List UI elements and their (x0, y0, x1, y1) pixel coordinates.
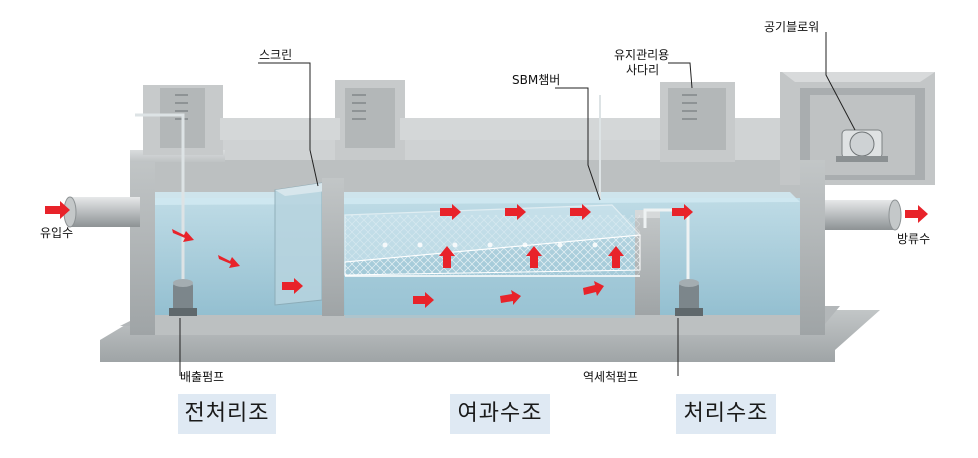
arrow-bot-1 (413, 292, 434, 308)
backwash-pipe (643, 208, 690, 285)
arrow-up-3 (608, 246, 624, 268)
ladder-label-line1: 유지관리용 (614, 48, 670, 62)
zone-treatment: 처리수조 (676, 394, 776, 434)
arrow-top-1 (440, 204, 461, 220)
inflow-pipe (70, 197, 140, 227)
discharge-pump-shape (169, 279, 197, 316)
arrow-up-2 (526, 246, 542, 268)
discharge-pipe (135, 113, 185, 285)
arrow-up-1 (439, 246, 455, 268)
discharge-pump-label: 배출펌프 (180, 370, 225, 384)
air-blower-unit (836, 129, 888, 162)
diffusers (382, 242, 598, 248)
top-slab-mid (400, 118, 660, 140)
arrow-top-3 (570, 204, 591, 220)
arrow-pre-2 (218, 255, 240, 268)
left-wall (130, 155, 155, 335)
blower-label: 공기블로워 (764, 20, 820, 34)
ladder-label-line2: 사다리 (626, 63, 660, 77)
backwash-pump-label: 역세척펌프 (583, 370, 639, 384)
screen-label: 스크린 (259, 48, 293, 62)
arrow-treat (672, 204, 693, 220)
flow-arrows (45, 201, 928, 308)
arrow-inflow (45, 201, 70, 219)
arrow-bot-2 (500, 290, 521, 305)
arrow-bot-3 (583, 281, 604, 296)
arrow-pre-3 (282, 278, 303, 294)
zone-pretreatment: 전처리조 (178, 394, 276, 434)
backwash-pump-shape (675, 279, 703, 316)
top-slab-left (220, 118, 340, 140)
sbm-chamber-label: SBM챔버 (512, 73, 561, 87)
right-wall (800, 160, 825, 335)
outflow-label: 방류수 (897, 232, 931, 246)
arrow-outflow (905, 205, 928, 223)
zone-filtration: 여과수조 (450, 394, 550, 434)
partition-left (322, 178, 344, 316)
arrow-top-2 (505, 204, 526, 220)
arrow-pre-1 (172, 229, 194, 242)
inflow-label: 유입수 (40, 226, 74, 240)
leader-lines (179, 32, 856, 376)
sbm-lower-floor (345, 278, 635, 318)
